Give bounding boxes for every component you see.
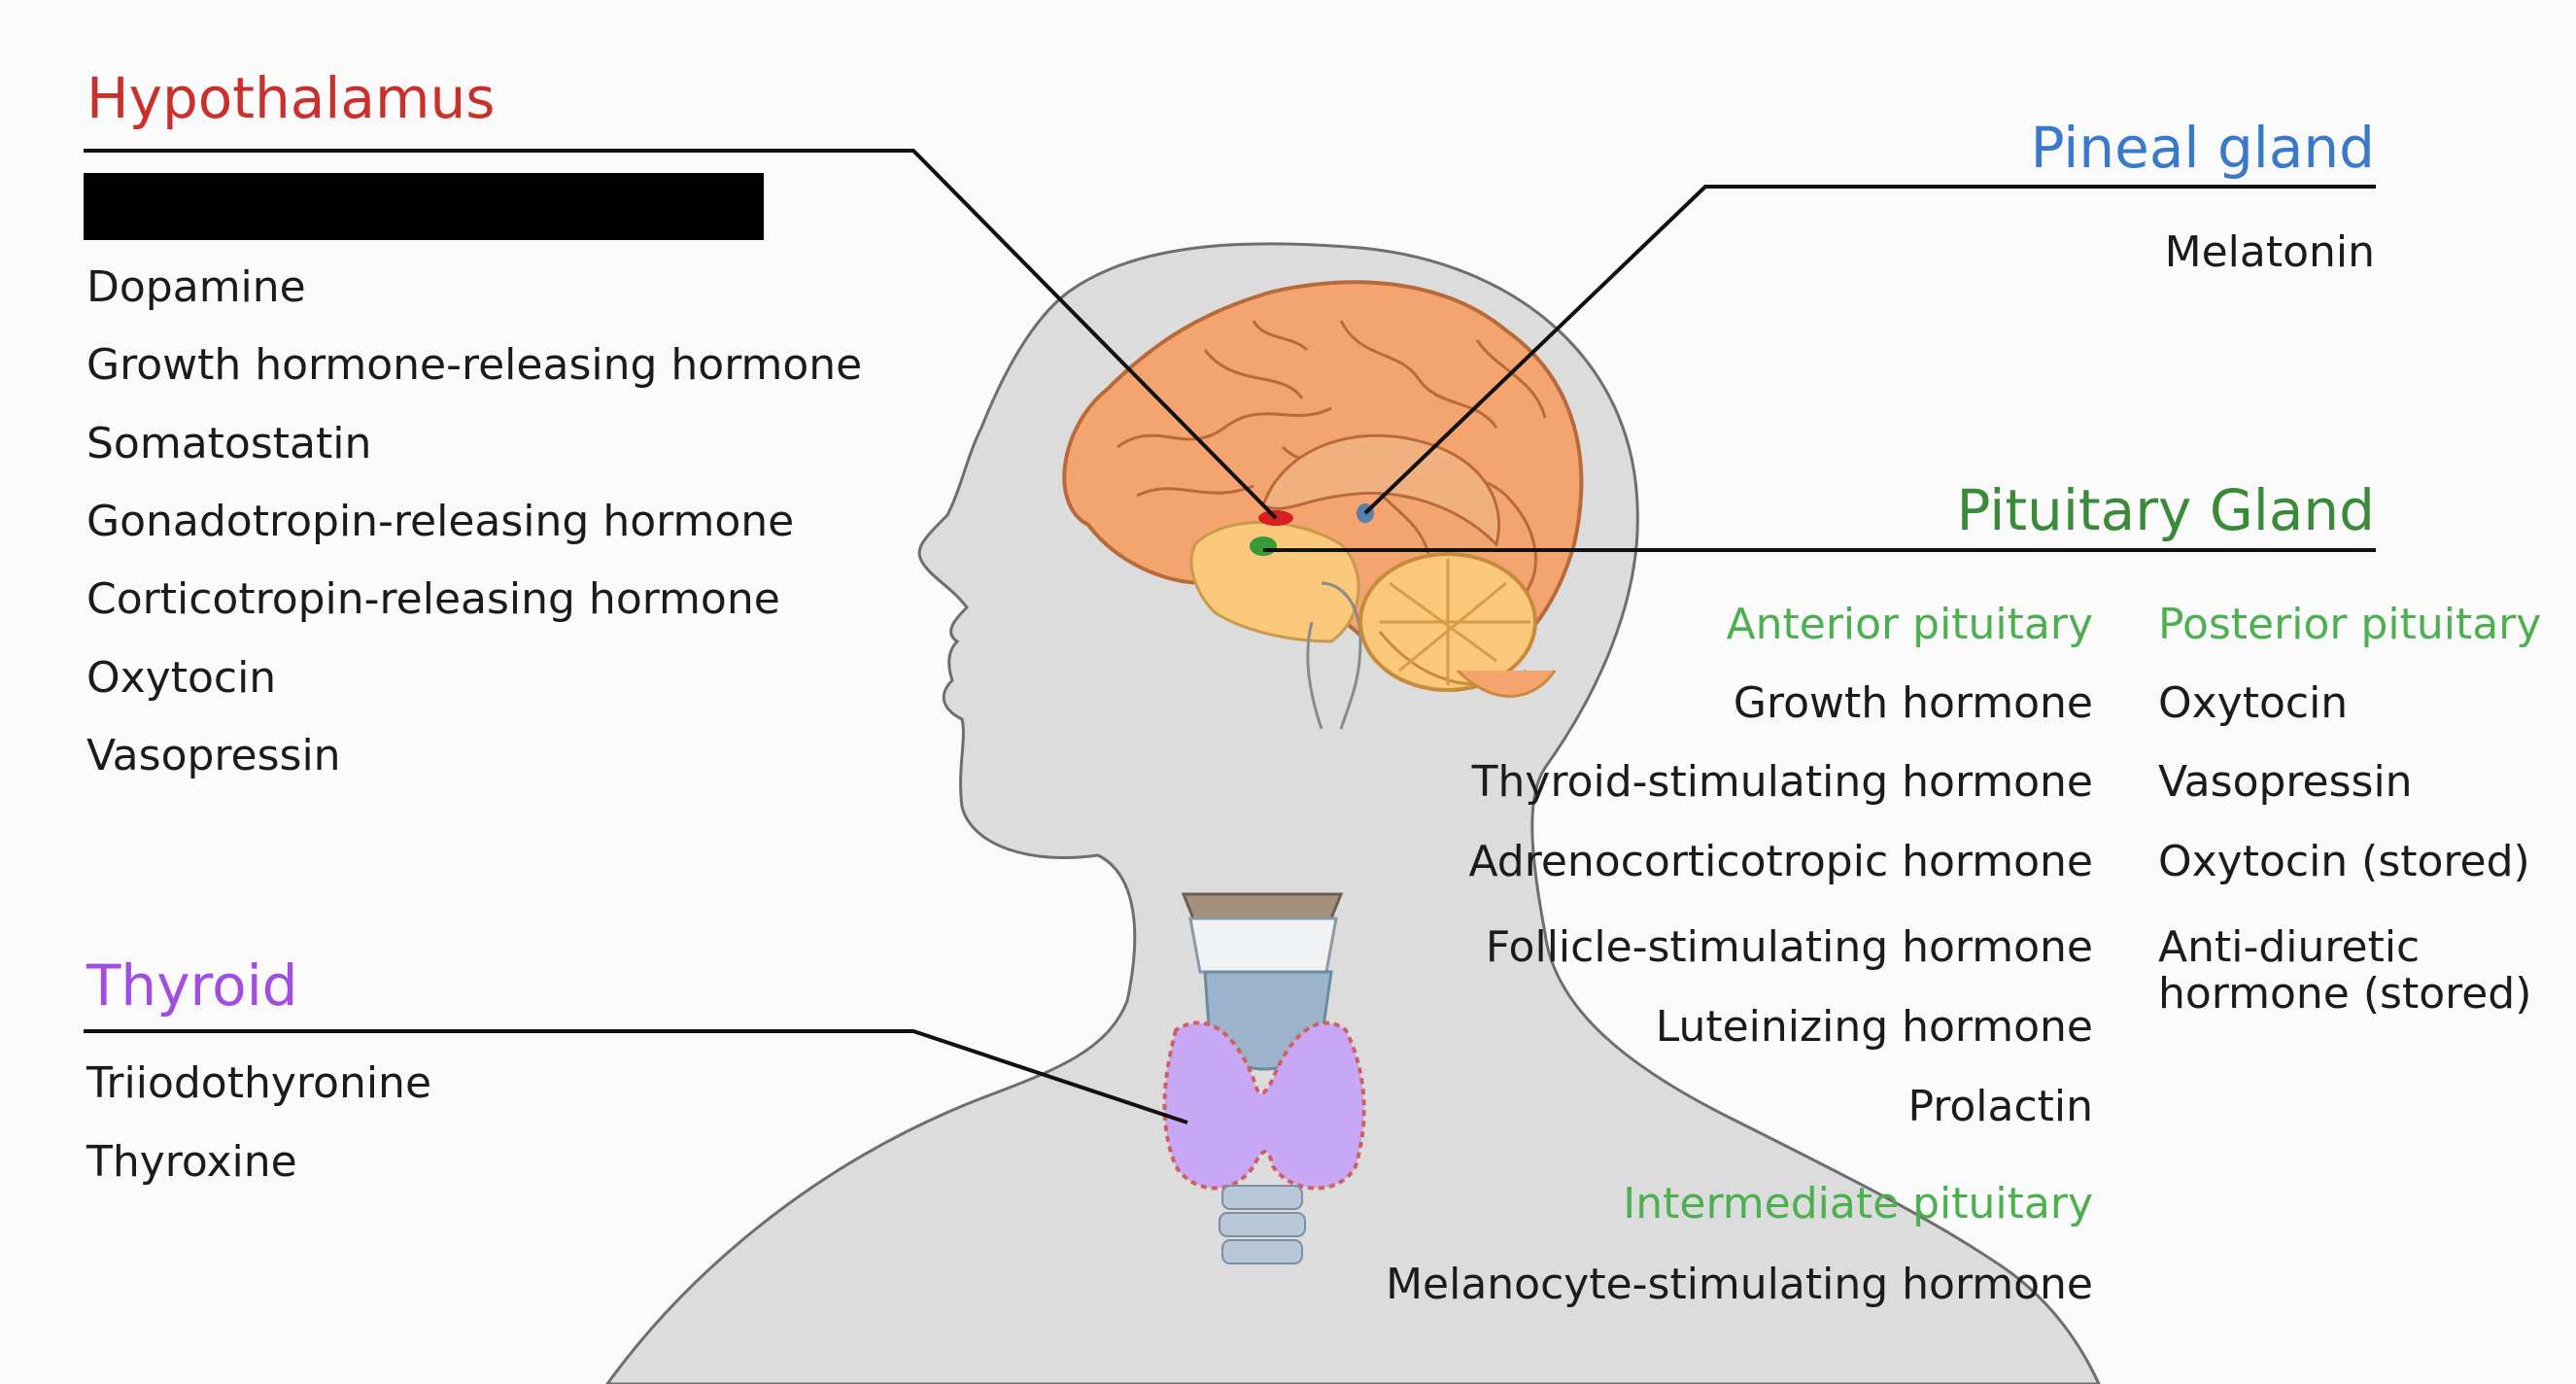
redacted-bar: [84, 173, 764, 240]
posterior-hormone: Anti-diuretic: [2158, 922, 2421, 972]
pineal-hormone: Melatonin: [2164, 227, 2375, 277]
intermediate-pituitary-label: Intermediate pituitary: [1623, 1179, 2093, 1228]
posterior-pituitary-label: Posterior pituitary: [2158, 600, 2542, 649]
corpus-callosum: [1261, 433, 1500, 547]
hypothalamus-hormone: Gonadotropin-releasing hormone: [86, 497, 795, 546]
intermediate-hormone: Melanocyte-stimulating hormone: [1386, 1260, 2093, 1309]
hypothalamus-hormone: Corticotropin-releasing hormone: [86, 574, 780, 624]
pineal-leader: [1363, 185, 2376, 515]
leader-lines: [84, 149, 2376, 1124]
pituitary-title: Pituitary Gland: [1956, 477, 2376, 543]
anterior-hormone: Growth hormone: [1733, 678, 2093, 728]
pineal-title: Pineal gland: [2030, 115, 2375, 181]
thyroid-leader: [84, 1029, 1188, 1124]
thyroid-hormone: Thyroxine: [86, 1137, 297, 1187]
cerebellum: [1358, 552, 1557, 698]
hypothalamus-hormone: Growth hormone-releasing hormone: [86, 340, 863, 390]
posterior-hormone: Oxytocin: [2158, 678, 2349, 728]
anterior-hormone: Follicle-stimulating hormone: [1485, 922, 2093, 972]
brainstem: [1306, 581, 1362, 730]
hypothalamus-hormone: Dopamine: [86, 262, 306, 312]
pituitary-marker: [1250, 536, 1277, 556]
anterior-hormone: Thyroid-stimulating hormone: [1471, 757, 2093, 807]
hypothalamus-hormone: Somatostatin: [86, 419, 372, 468]
hypothalamus-title: Hypothalamus: [86, 65, 496, 131]
anterior-pituitary-label: Anterior pituitary: [1726, 600, 2093, 649]
thyroid-title: Thyroid: [86, 952, 298, 1019]
anterior-hormone: Adrenocorticotropic hormone: [1468, 837, 2093, 886]
posterior-hormone: Oxytocin (stored): [2158, 837, 2530, 886]
hypothalamus-hormone: Oxytocin: [86, 653, 277, 703]
posterior-hormone: Vasopressin: [2158, 757, 2413, 807]
thyroid-hormone: Triiodothyronine: [86, 1058, 432, 1108]
anterior-hormone: Prolactin: [1907, 1082, 2093, 1131]
hypothalamus-leader: [84, 149, 1278, 520]
hypothalamus-hormone: Vasopressin: [86, 731, 341, 780]
posterior-hormone: hormone (stored): [2158, 969, 2532, 1019]
body-silhouette: [605, 242, 2101, 1384]
thyroid-larynx: [1162, 892, 1366, 1264]
anterior-hormone: Luteinizing hormone: [1655, 1002, 2093, 1052]
